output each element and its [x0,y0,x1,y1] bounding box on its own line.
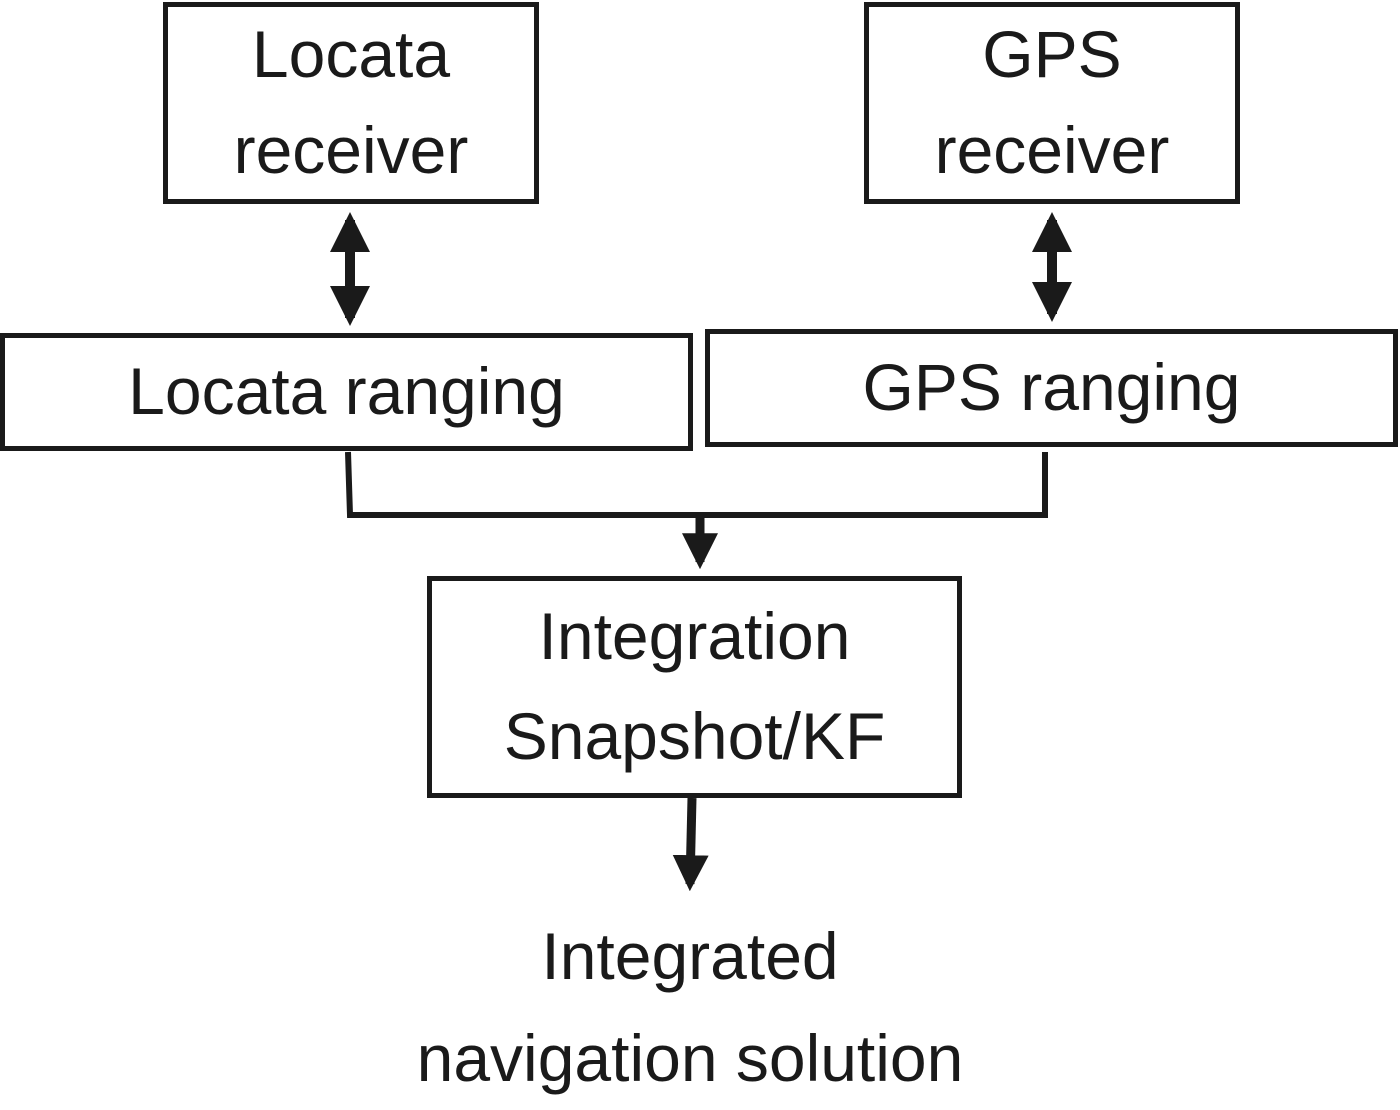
gps-ranging-box: GPS ranging [705,329,1398,447]
locata-ranging-box: Locata ranging [0,333,693,451]
arrow-integration-output [672,797,709,892]
integration-line2: Snapshot/KF [503,699,886,773]
output-line1: Integrated [541,919,839,993]
locata-ranging-label: Locata ranging [128,354,565,429]
integration-box: Integration Snapshot/KF [427,576,962,798]
gps-receiver-box: GPS receiver [864,2,1240,204]
gps-receiver-line1: GPS [982,17,1122,92]
locata-receiver-line2: receiver [233,113,469,187]
merge-connector [345,451,1048,518]
locata-receiver-box: Locata receiver [163,2,539,204]
locata-receiver-line1: Locata [251,17,451,92]
output-text: Integrated navigation solution [300,905,1080,1110]
output-line2: navigation solution [416,1021,964,1096]
integration-line1: Integration [538,599,851,674]
gps-receiver-line2: receiver [934,113,1170,187]
gps-ranging-label: GPS ranging [862,350,1241,425]
